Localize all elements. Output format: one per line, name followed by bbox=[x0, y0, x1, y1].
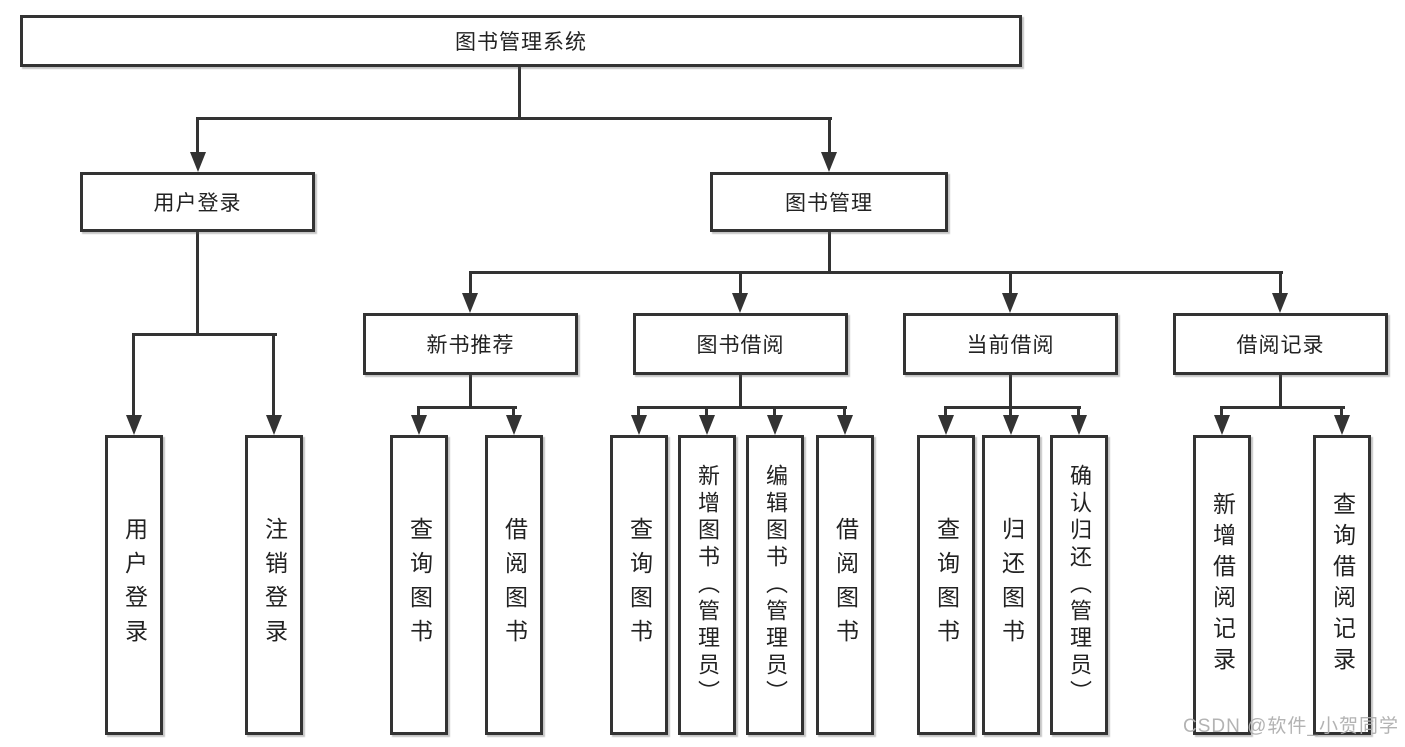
leaf-query-books-recommend: 查询图书 bbox=[390, 435, 448, 735]
leaf-return-book-label: 归还图书 bbox=[998, 517, 1025, 653]
connector-line bbox=[637, 409, 640, 418]
node-new-book-recommend: 新书推荐 bbox=[363, 313, 578, 375]
leaf-query-borrow-record-label: 查询借阅记录 bbox=[1329, 492, 1356, 678]
node-root: 图书管理系统 bbox=[20, 15, 1022, 67]
node-current-borrow: 当前借阅 bbox=[903, 313, 1118, 375]
connector-line bbox=[272, 336, 275, 417]
connector-line bbox=[1009, 274, 1012, 296]
arrowhead-icon bbox=[1214, 415, 1230, 435]
connector-line bbox=[739, 274, 742, 296]
leaf-user-login: 用户登录 bbox=[105, 435, 163, 735]
connector-line bbox=[843, 409, 846, 418]
arrowhead-icon bbox=[1334, 415, 1350, 435]
connector-line bbox=[417, 406, 517, 409]
connector-line bbox=[1077, 409, 1080, 418]
arrowhead-icon bbox=[462, 293, 478, 313]
connector-line bbox=[518, 67, 521, 120]
arrowhead-icon bbox=[506, 415, 522, 435]
leaf-query-books-borrow-label: 查询图书 bbox=[626, 517, 653, 653]
leaf-edit-book-admin-label: 编辑图书（管理员） bbox=[763, 463, 788, 707]
node-book-management-label: 图书管理 bbox=[785, 192, 873, 215]
leaf-add-book-admin-label: 新增图书（管理员） bbox=[695, 463, 720, 707]
arrowhead-icon bbox=[821, 152, 837, 172]
connector-line bbox=[637, 406, 847, 409]
arrowhead-icon bbox=[1003, 415, 1019, 435]
arrowhead-icon bbox=[837, 415, 853, 435]
connector-line bbox=[944, 409, 947, 418]
leaf-borrow-books-recommend-label: 借阅图书 bbox=[501, 517, 528, 653]
connector-line bbox=[828, 232, 831, 273]
connector-line bbox=[828, 120, 831, 154]
connector-line bbox=[417, 409, 420, 418]
leaf-query-books-borrow: 查询图书 bbox=[610, 435, 668, 735]
leaf-confirm-return-admin-label: 确认归还（管理员） bbox=[1067, 463, 1092, 707]
node-borrow-records: 借阅记录 bbox=[1173, 313, 1388, 375]
arrowhead-icon bbox=[411, 415, 427, 435]
node-user-login: 用户登录 bbox=[80, 172, 315, 232]
arrowhead-icon bbox=[1002, 293, 1018, 313]
arrowhead-icon bbox=[732, 293, 748, 313]
node-current-borrow-label: 当前借阅 bbox=[966, 334, 1055, 357]
connector-line bbox=[469, 274, 472, 296]
connector-line bbox=[469, 271, 1283, 274]
leaf-borrow-books-label: 借阅图书 bbox=[832, 517, 859, 653]
leaf-user-login-label: 用户登录 bbox=[121, 517, 148, 653]
connector-line bbox=[1220, 409, 1223, 418]
arrowhead-icon bbox=[126, 415, 142, 435]
leaf-logout-label: 注销登录 bbox=[261, 517, 288, 653]
node-borrow-records-label: 借阅记录 bbox=[1236, 334, 1325, 357]
connector-line bbox=[196, 232, 199, 335]
arrowhead-icon bbox=[266, 415, 282, 435]
node-book-borrow-label: 图书借阅 bbox=[696, 334, 785, 357]
leaf-query-borrow-record: 查询借阅记录 bbox=[1313, 435, 1371, 735]
leaf-edit-book-admin: 编辑图书（管理员） bbox=[746, 435, 804, 735]
leaf-query-books-current: 查询图书 bbox=[917, 435, 975, 735]
node-user-login-label: 用户登录 bbox=[153, 192, 242, 215]
arrowhead-icon bbox=[631, 415, 647, 435]
node-book-borrow: 图书借阅 bbox=[633, 313, 848, 375]
connector-line bbox=[132, 336, 135, 417]
leaf-add-borrow-record-label: 新增借阅记录 bbox=[1209, 492, 1236, 678]
connector-line bbox=[512, 409, 515, 418]
arrowhead-icon bbox=[1272, 293, 1288, 313]
csdn-watermark: CSDN @软件_小贺同学 bbox=[1183, 716, 1399, 737]
connector-line bbox=[773, 409, 776, 418]
node-book-management: 图书管理 bbox=[710, 172, 948, 232]
leaf-borrow-books-recommend: 借阅图书 bbox=[485, 435, 543, 735]
connector-line bbox=[944, 406, 1081, 409]
node-new-book-recommend-label: 新书推荐 bbox=[426, 334, 515, 357]
connector-line bbox=[739, 375, 742, 408]
leaf-logout: 注销登录 bbox=[245, 435, 303, 735]
connector-line bbox=[1009, 375, 1012, 408]
leaf-confirm-return-admin: 确认归还（管理员） bbox=[1050, 435, 1108, 735]
connector-line bbox=[1279, 375, 1282, 408]
leaf-borrow-books: 借阅图书 bbox=[816, 435, 874, 735]
connector-line bbox=[1279, 274, 1282, 296]
arrowhead-icon bbox=[938, 415, 954, 435]
arrowhead-icon bbox=[699, 415, 715, 435]
connector-line bbox=[1220, 406, 1345, 409]
connector-line bbox=[469, 375, 472, 408]
arrowhead-icon bbox=[190, 152, 206, 172]
leaf-query-books-recommend-label: 查询图书 bbox=[406, 517, 433, 653]
leaf-add-book-admin: 新增图书（管理员） bbox=[678, 435, 736, 735]
connector-line bbox=[132, 333, 277, 336]
leaf-add-borrow-record: 新增借阅记录 bbox=[1193, 435, 1251, 735]
node-root-label: 图书管理系统 bbox=[455, 31, 587, 54]
arrowhead-icon bbox=[1071, 415, 1087, 435]
connector-line bbox=[196, 117, 832, 120]
connector-line bbox=[1009, 409, 1012, 418]
connector-line bbox=[705, 409, 708, 418]
leaf-return-book: 归还图书 bbox=[982, 435, 1040, 735]
connector-line bbox=[196, 120, 199, 154]
arrowhead-icon bbox=[767, 415, 783, 435]
leaf-query-books-current-label: 查询图书 bbox=[933, 517, 960, 653]
connector-line bbox=[1340, 409, 1343, 418]
